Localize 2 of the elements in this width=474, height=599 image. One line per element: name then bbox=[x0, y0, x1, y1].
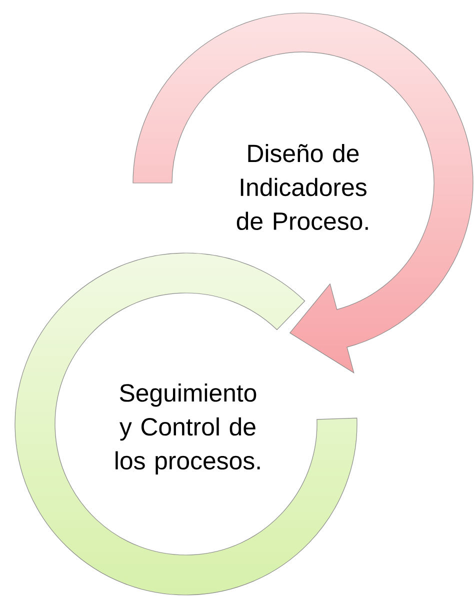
node-label: Seguimiento y Control de los procesos. bbox=[116, 384, 260, 474]
node-label: Diseño de Indicadores de Proceso. bbox=[236, 144, 368, 230]
